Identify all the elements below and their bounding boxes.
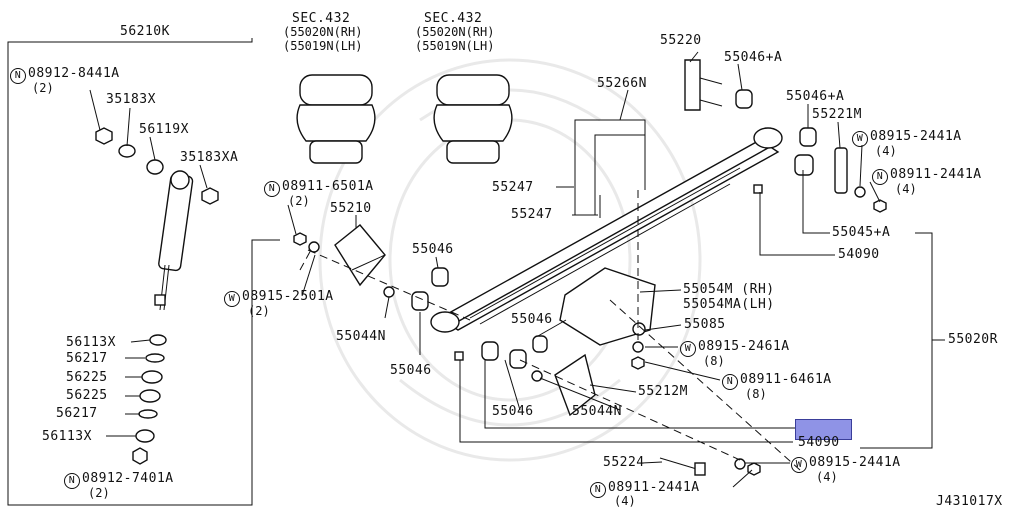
qty-08912-8441A: (2): [32, 81, 54, 95]
label-56225-upper[interactable]: 56225: [66, 370, 108, 385]
highlighted-part-marker[interactable]: [795, 419, 852, 440]
label-55221M[interactable]: 55221M: [812, 107, 862, 122]
label-55054M[interactable]: 55054M (RH): [683, 282, 775, 297]
washer-symbol: W: [680, 341, 696, 357]
label-sec432-right[interactable]: SEC.432: [424, 11, 483, 26]
label-55210[interactable]: 55210: [330, 201, 372, 216]
qty-08911-6461A: (8): [745, 387, 767, 401]
label-55045A[interactable]: 55045+A: [832, 225, 891, 240]
air-spring-left: [296, 74, 376, 164]
part-number: 08911-2441A: [890, 167, 982, 182]
label-56225-lower[interactable]: 56225: [66, 388, 108, 403]
spring-seat-bracket: [559, 267, 656, 346]
qty-08915-2441A-bottom: (4): [816, 470, 838, 484]
label-55266N[interactable]: 55266N: [597, 76, 647, 91]
sec432-left-lh: (55019N(LH): [283, 39, 363, 53]
label-55044N-a[interactable]: 55044N: [336, 329, 386, 344]
washer-symbol: W: [224, 291, 240, 307]
assy-bracket: [860, 232, 933, 449]
label-56217-lower[interactable]: 56217: [56, 406, 98, 421]
nut-symbol: N: [264, 181, 280, 197]
label-55046-b[interactable]: 55046: [390, 363, 432, 378]
kit-frame: [7, 38, 280, 506]
rear-bracket: [554, 353, 596, 417]
part-number: 08915-2441A: [809, 455, 901, 470]
qty-08915-2461A: (8): [703, 354, 725, 368]
qty-08915-2441A-top: (4): [875, 144, 897, 158]
label-55085[interactable]: 55085: [684, 317, 726, 332]
label-56113X-upper[interactable]: 56113X: [66, 335, 116, 350]
label-55046-c[interactable]: 55046: [511, 312, 553, 327]
nut-symbol: N: [722, 374, 738, 390]
label-55046-a[interactable]: 55046: [412, 242, 454, 257]
drawing-id: J431017X: [936, 494, 1003, 509]
qty-08911-2441A-bottom: (4): [614, 494, 636, 508]
part-number: 08915-2441A: [870, 129, 962, 144]
part-number: 08915-2461A: [698, 339, 790, 354]
leader-lines: [89, 51, 881, 488]
label-35183XA[interactable]: 35183XA: [180, 150, 239, 165]
nut-symbol: N: [10, 68, 26, 84]
label-55247-a[interactable]: 55247: [492, 180, 534, 195]
u-bolts: [574, 119, 646, 218]
label-55247-b[interactable]: 55247: [511, 207, 553, 222]
part-number: 08911-6461A: [740, 372, 832, 387]
washers-nuts: [293, 184, 887, 476]
part-number: 08912-7401A: [82, 471, 174, 486]
label-55046A-side[interactable]: 55046+A: [786, 89, 845, 104]
label-56113X-lower[interactable]: 56113X: [42, 429, 92, 444]
qty-08911-6501A: (2): [288, 194, 310, 208]
label-56119X[interactable]: 56119X: [139, 122, 189, 137]
label-56217-upper[interactable]: 56217: [66, 351, 108, 366]
label-54090-top[interactable]: 54090: [838, 247, 880, 262]
label-55046A-top[interactable]: 55046+A: [724, 50, 783, 65]
part-number: 08911-6501A: [282, 179, 374, 194]
label-55046-d[interactable]: 55046: [492, 404, 534, 419]
nut-symbol: N: [590, 482, 606, 498]
part-number: 08912-8441A: [28, 66, 120, 81]
label-55212M[interactable]: 55212M: [638, 384, 688, 399]
sec432-left-rh: (55020N(RH): [283, 25, 363, 39]
label-55044N-b[interactable]: 55044N: [572, 404, 622, 419]
shock-absorber: [154, 170, 194, 311]
washer-symbol: W: [852, 131, 868, 147]
label-55224[interactable]: 55224: [603, 455, 645, 470]
part-number: 08911-2441A: [608, 480, 700, 495]
shackle-top: [684, 59, 723, 111]
sec432-right-lh: (55019N(LH): [415, 39, 495, 53]
air-spring-right: [433, 74, 513, 164]
label-55054MA[interactable]: 55054MA(LH): [683, 297, 775, 312]
nut-symbol: N: [872, 169, 888, 185]
label-sec432-left[interactable]: SEC.432: [292, 11, 351, 26]
label-35183X[interactable]: 35183X: [106, 92, 156, 107]
label-56210K[interactable]: 56210K: [120, 24, 170, 39]
nut-symbol: N: [64, 473, 80, 489]
sec432-right-rh: (55020N(RH): [415, 25, 495, 39]
label-55020R[interactable]: 55020R: [948, 332, 998, 347]
qty-08915-2501A: (2): [248, 304, 270, 318]
washer-symbol: W: [791, 457, 807, 473]
front-hanger: [334, 224, 386, 287]
bolt-55224: [659, 457, 706, 476]
label-55220[interactable]: 55220: [660, 33, 702, 48]
leaf-spring: [430, 127, 783, 333]
qty-08912-7401A: (2): [88, 486, 110, 500]
label-54090-bottom[interactable]: 54090: [798, 435, 840, 450]
qty-08911-2441A-top: (4): [895, 182, 917, 196]
part-number: 08915-2501A: [242, 289, 334, 304]
